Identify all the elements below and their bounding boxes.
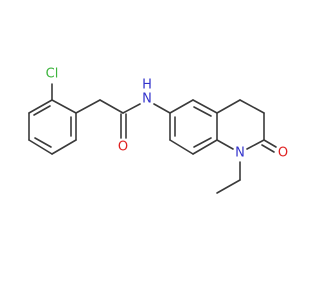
benzo-ring: [169, 99, 218, 155]
bond-ethyl: [216, 179, 241, 194]
amide-hydrogen-label: H: [142, 78, 152, 93]
bond: [51, 99, 77, 114]
bond: [33, 105, 51, 116]
molecule-canvas: Cl N H O N O: [28, 67, 288, 194]
bond: [192, 139, 218, 155]
amide-oxygen-label: O: [118, 140, 128, 155]
bond: [75, 99, 101, 114]
bond: [28, 139, 53, 155]
structure-drawing: Cl N H O N O: [28, 67, 288, 194]
amide-nitrogen-label: N: [142, 92, 152, 107]
lactam-ring: [216, 99, 265, 150]
bond: [34, 137, 52, 148]
bond: [193, 106, 212, 117]
bond: [169, 99, 194, 114]
chlorophenyl-ring: [28, 99, 77, 155]
bond: [246, 139, 265, 150]
bond-n-aryl: [153, 103, 171, 114]
bond: [51, 139, 77, 155]
bond: [192, 99, 218, 114]
bond: [28, 99, 53, 114]
lactam-oxygen-label: O: [278, 146, 288, 161]
bond: [216, 99, 241, 114]
bond-lactam-carbonyl: [263, 139, 277, 148]
bond: [193, 137, 212, 148]
bond: [169, 139, 194, 155]
ring-nitrogen-label: N: [235, 146, 245, 161]
bond-c-n: [122, 103, 141, 114]
chlorine-atom-label: Cl: [46, 67, 59, 82]
bond-lactam-carbonyl: [261, 144, 275, 153]
bond: [99, 99, 124, 114]
bond: [216, 139, 234, 150]
bond: [239, 99, 265, 114]
